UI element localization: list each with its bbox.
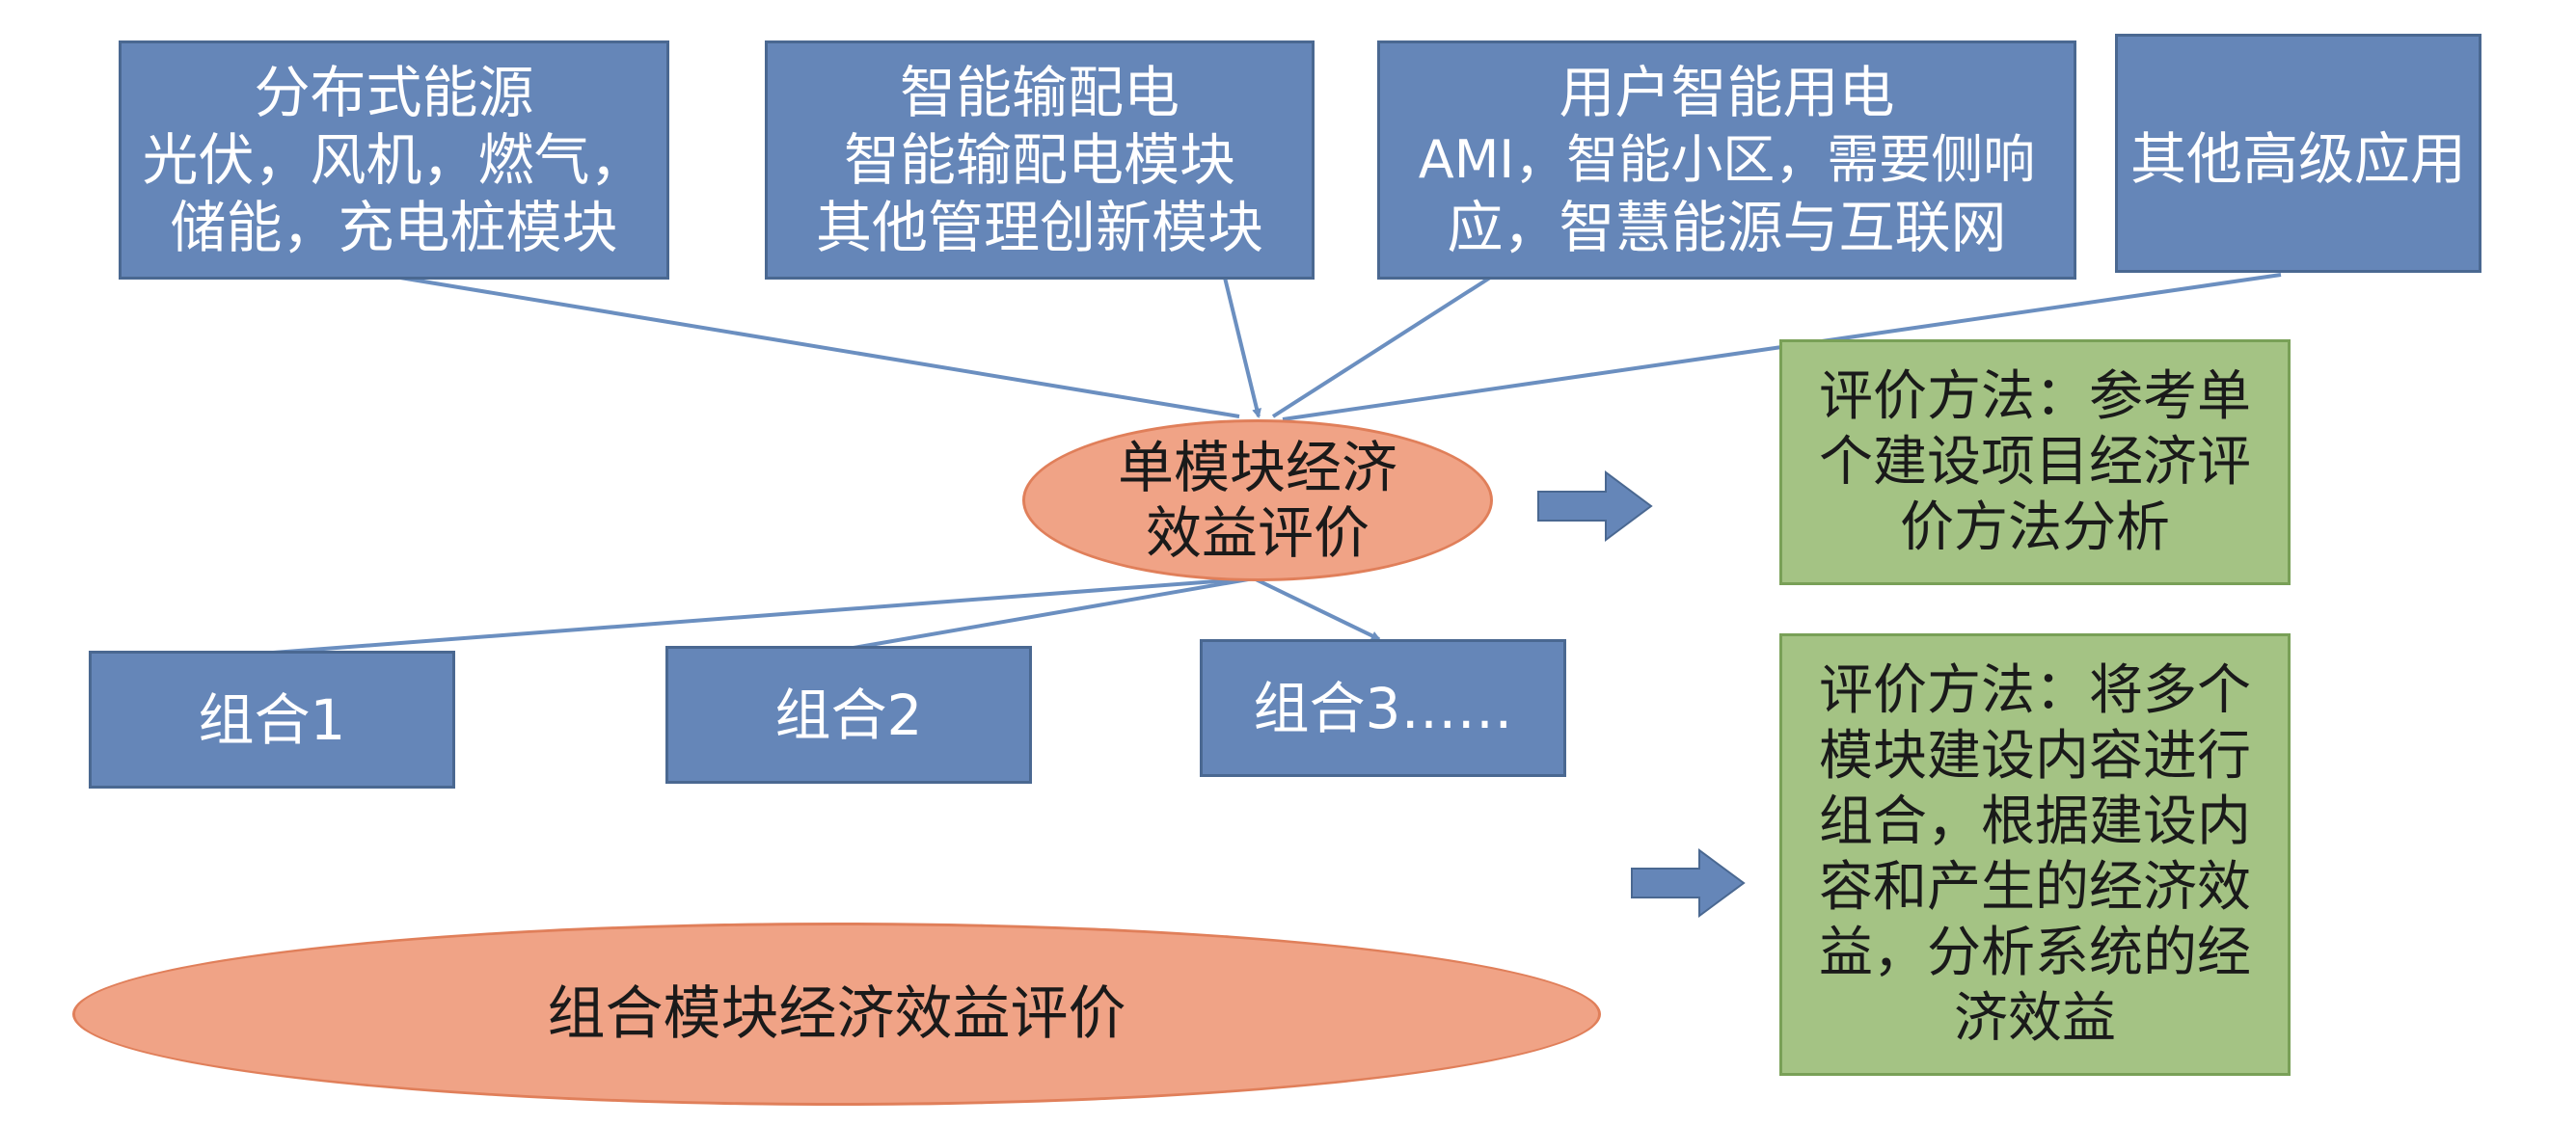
connector-single-to-combo1 [259,576,1255,656]
distributed-energy-line-3: 储能，充电桩模块 [170,195,618,260]
single-eval-line-2: 效益评价 [1145,500,1369,566]
distributed-energy-line-2: 光伏，风机，燃气， [142,127,646,193]
connector-single-to-combo2 [853,576,1255,650]
connector-smart-grid-to-single [1223,277,1261,418]
distributed-energy-title: 分布式能源 [254,60,534,125]
smart-grid-title: 智能输配电 [899,60,1180,125]
smart-grid-line-2: 智能输配电模块 [843,127,1235,193]
method2-line-6: 济效益 [1954,986,2116,1050]
smart-grid-box: 智能输配电 智能输配电模块 其他管理创新模块 [765,40,1315,280]
user-smart-power-line-2: AMI，智能小区，需要侧响 [1418,129,2036,190]
combo-eval-label: 组合模块经济效益评价 [547,980,1126,1048]
method2-line-5: 益，分析系统的经 [1819,921,2251,984]
single-eval-line-1: 单模块经济 [1117,435,1397,500]
single-module-evaluation-ellipse: 单模块经济 效益评价 [1022,419,1493,581]
combo-2-label: 组合2 [774,682,923,748]
combo-1-label: 组合1 [198,686,346,753]
other-apps-title: 其他高级应用 [2129,126,2466,192]
method1-line-1: 评价方法：参考单 [1819,364,2251,428]
combo-3-label: 组合3…… [1253,675,1513,741]
user-smart-power-box: 用户智能用电 AMI，智能小区，需要侧响 应，智慧能源与互联网 [1377,40,2076,280]
block-arrow-right-2 [1631,848,1746,918]
method2-line-2: 模块建设内容进行 [1819,724,2251,788]
distributed-energy-box: 分布式能源 光伏，风机，燃气， 储能，充电桩模块 [119,40,669,280]
method2-line-1: 评价方法：将多个 [1819,658,2251,722]
smart-grid-line-3: 其他管理创新模块 [815,195,1263,260]
combo-1-box: 组合1 [89,651,455,789]
connector-distributed-to-single [399,276,1240,418]
method1-line-3: 价方法分析 [1900,496,2170,559]
evaluation-method-single-box: 评价方法：参考单 个建设项目经济评 价方法分析 [1779,339,2291,585]
block-arrow-right-1 [1537,470,1653,542]
evaluation-method-combo-box: 评价方法：将多个 模块建设内容进行 组合，根据建设内 容和产生的经济效 益，分析… [1779,633,2291,1076]
other-apps-box: 其他高级应用 [2115,34,2481,273]
method1-line-2: 个建设项目经济评 [1819,430,2251,494]
user-smart-power-title: 用户智能用电 [1559,60,1895,125]
combo-3-box: 组合3…… [1200,639,1566,777]
combo-2-box: 组合2 [665,646,1032,784]
combo-module-evaluation-ellipse: 组合模块经济效益评价 [72,923,1601,1106]
method2-line-4: 容和产生的经济效 [1819,855,2251,919]
connector-single-to-combo3 [1253,576,1381,641]
user-smart-power-line-3: 应，智慧能源与互联网 [1447,195,2007,260]
method2-line-3: 组合，根据建设内 [1819,790,2251,853]
connector-user-power-to-single [1271,276,1492,418]
